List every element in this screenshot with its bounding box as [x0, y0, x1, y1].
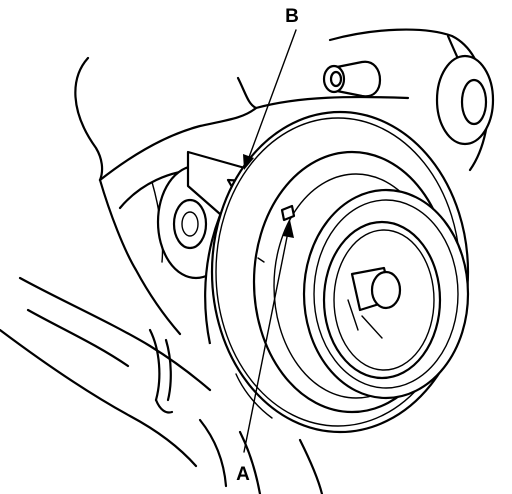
- callout-leaders: [243, 29, 297, 453]
- callout-label-b: B: [285, 6, 299, 27]
- callout-label-a: A: [236, 464, 250, 485]
- crankshaft-pulley: [204, 110, 470, 434]
- engine-block-outline: [0, 28, 490, 494]
- upper-stud-bolt: [322, 60, 382, 98]
- right-mount-boss: [435, 54, 495, 146]
